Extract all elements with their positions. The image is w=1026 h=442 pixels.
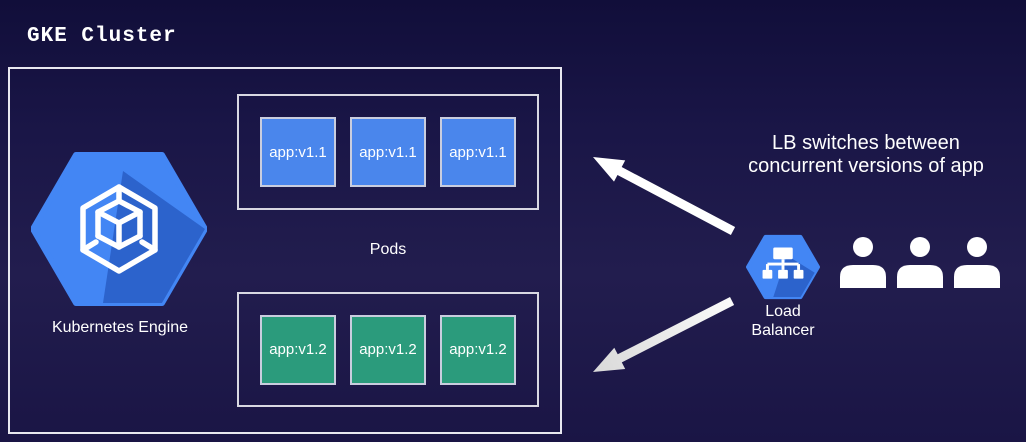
lb-annotation: LB switches between concurrent versions … xyxy=(706,132,1026,178)
page-title: GKE Cluster xyxy=(27,25,177,48)
pods-label: Pods xyxy=(369,241,407,258)
kubernetes-engine-icon xyxy=(31,152,207,306)
load-balancer-label-line1: Load xyxy=(765,303,801,320)
pod-app-v1-2: app:v1.2 xyxy=(350,314,426,385)
load-balancer-icon xyxy=(746,234,820,300)
lb-annotation-line1: LB switches between xyxy=(772,132,960,154)
load-balancer-label-line2: Balancer xyxy=(751,322,815,339)
pod-app-v1-1: app:v1.1 xyxy=(440,117,516,187)
load-balancer-label: Load Balancer xyxy=(723,302,843,340)
person-icon xyxy=(954,237,1000,288)
kubernetes-engine-label: Kubernetes Engine xyxy=(51,319,189,336)
gke-cluster-box: Kubernetes Engine app:v1.1 app:v1.1 app:… xyxy=(8,67,562,434)
users-group xyxy=(839,236,1001,292)
lb-tree-glyph xyxy=(762,247,804,279)
arrow-to-v1-2-icon xyxy=(593,297,735,372)
person-icon xyxy=(897,237,943,288)
person-icon xyxy=(840,237,886,288)
pods-group-v1-2: app:v1.2 app:v1.2 app:v1.2 xyxy=(237,292,539,407)
pod-app-v1-2: app:v1.2 xyxy=(260,314,336,385)
pod-app-v1-1: app:v1.1 xyxy=(260,117,336,187)
pod-app-v1-2: app:v1.2 xyxy=(440,314,516,385)
pod-app-v1-1: app:v1.1 xyxy=(350,117,426,187)
pods-group-v1-1: app:v1.1 app:v1.1 app:v1.1 xyxy=(237,94,539,210)
lb-annotation-line2: concurrent versions of app xyxy=(748,155,984,177)
